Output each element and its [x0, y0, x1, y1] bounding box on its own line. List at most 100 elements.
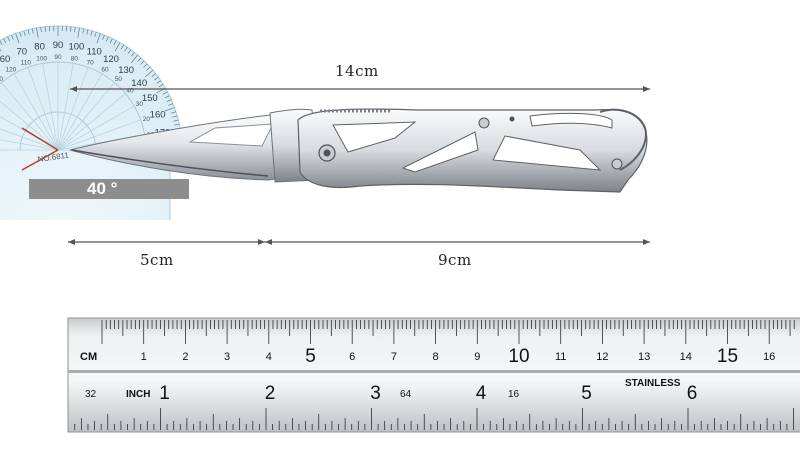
protractor-tick: [173, 119, 179, 122]
protractor-tick: [70, 26, 72, 32]
ruler-cm-number: 11: [555, 351, 566, 363]
carabiner-gate: [529, 112, 613, 129]
protractor-tick: [120, 44, 125, 50]
protractor-inner-label: 40: [126, 88, 134, 95]
arrowhead-left-icon: [68, 239, 75, 245]
ruler-imperial-ticks: [74, 408, 794, 430]
protractor-tick: [15, 33, 20, 43]
protractor-ray: [57, 82, 115, 151]
ruler-cm-number: 14: [680, 351, 692, 363]
protractor-tick: [146, 66, 151, 71]
protractor-outer-label: 160: [150, 110, 166, 121]
protractor-tick: [124, 47, 128, 52]
ruler-cm-number: 12: [596, 351, 608, 363]
protractor-tick: [106, 36, 109, 42]
protractor-outer-label: 70: [16, 46, 27, 57]
protractor-inner-label: 120: [6, 67, 17, 74]
ruler-inch-number: 4: [476, 383, 487, 404]
protractor-tick: [171, 111, 177, 114]
protractor-outer-label: 150: [142, 93, 158, 104]
ruler-fraction-64: 64: [400, 389, 412, 400]
handle-length-label: 9cm: [438, 251, 472, 269]
protractor-body: [0, 25, 183, 220]
protractor-ticks: [0, 26, 182, 151]
dimension-lines: [68, 86, 650, 245]
ruler-material-label: STAINLESS: [625, 378, 681, 389]
ruler-inch-label: INCH: [126, 389, 150, 400]
arrowhead-right-icon: [643, 239, 650, 245]
protractor-tick: [156, 80, 161, 84]
protractor-tick: [127, 49, 132, 54]
arrowhead-left-icon: [70, 86, 77, 92]
handle-screw-icon: [478, 117, 490, 129]
handle-cutout-1: [332, 121, 417, 153]
protractor-tick: [44, 26, 46, 32]
protractor-inner-label: 70: [87, 60, 95, 67]
ruler-metric-ticks: [101, 320, 795, 344]
protractor-ray: [0, 100, 59, 151]
protractor-ray: [13, 73, 59, 151]
protractor-tick: [102, 34, 105, 40]
protractor-tick: [145, 70, 154, 77]
carabiner-clip: [599, 108, 648, 171]
protractor-tick: [31, 28, 34, 34]
ruler-body: [67, 317, 800, 433]
ruler-center-groove: [68, 370, 800, 373]
protractor-outer-label: 80: [34, 42, 45, 53]
protractor-inner-label: 60: [101, 67, 109, 74]
protractor-tick: [11, 34, 14, 40]
protractor-tick: [40, 27, 42, 33]
folding-knife: [69, 108, 648, 193]
ruler-inch-number: 3: [370, 383, 381, 404]
protractor-tick: [154, 76, 159, 81]
protractor-tick: [162, 91, 168, 95]
protractor-ray: [57, 119, 141, 151]
protractor-tick: [165, 107, 175, 112]
ruler-cm-number: 7: [391, 351, 397, 363]
protractor-tick: [168, 103, 174, 106]
arrowhead-left-icon: [265, 239, 272, 245]
protractor-ray: [42, 63, 59, 151]
protractor-tick: [82, 28, 85, 34]
ruler-cm-number: 3: [224, 351, 230, 363]
protractor-outer-label: 120: [103, 54, 119, 65]
protractor-tick: [96, 33, 101, 43]
protractor-tick: [19, 31, 22, 37]
protractor-inner-label: 30: [136, 101, 144, 108]
protractor-tick: [90, 30, 93, 36]
protractor-tick: [0, 40, 3, 46]
protractor-ray: [1, 82, 59, 151]
protractor-outer-label: 130: [118, 65, 134, 76]
protractor-tick: [23, 30, 26, 36]
protractor-ray: [57, 63, 74, 151]
handle-cutout-2: [401, 131, 479, 173]
protractor-angle-line-2: [21, 149, 59, 171]
ruler-cm-number: 1: [141, 351, 147, 363]
ruler-inch-number: 6: [687, 383, 698, 404]
ruler-cm-number: 16: [763, 351, 775, 363]
ruler-cm-number: 15: [717, 346, 738, 367]
protractor-tick: [74, 27, 76, 33]
protractor-ray: [57, 73, 103, 151]
protractor-tick: [36, 27, 39, 38]
protractor-tick: [131, 54, 138, 63]
protractor-rays: [0, 62, 146, 151]
protractor-tick: [94, 31, 97, 37]
protractor-tick: [0, 48, 2, 52]
protractor-tick: [172, 115, 178, 118]
handle-cutout-3: [492, 135, 602, 171]
protractor-inner-label: 90: [54, 54, 62, 61]
handle-rivet-icon: [509, 116, 515, 122]
arrowhead-right-icon: [258, 239, 265, 245]
protractor-tick: [86, 29, 89, 35]
protractor-inner-label: 20: [143, 116, 151, 123]
protractor-tick: [114, 42, 121, 52]
ruler-cm-label: CM: [80, 351, 97, 363]
protractor-tick: [174, 123, 180, 126]
protractor-tick: [109, 38, 113, 44]
ruler-cm-number: 8: [433, 351, 439, 363]
ruler-inch-number: 2: [265, 383, 276, 404]
